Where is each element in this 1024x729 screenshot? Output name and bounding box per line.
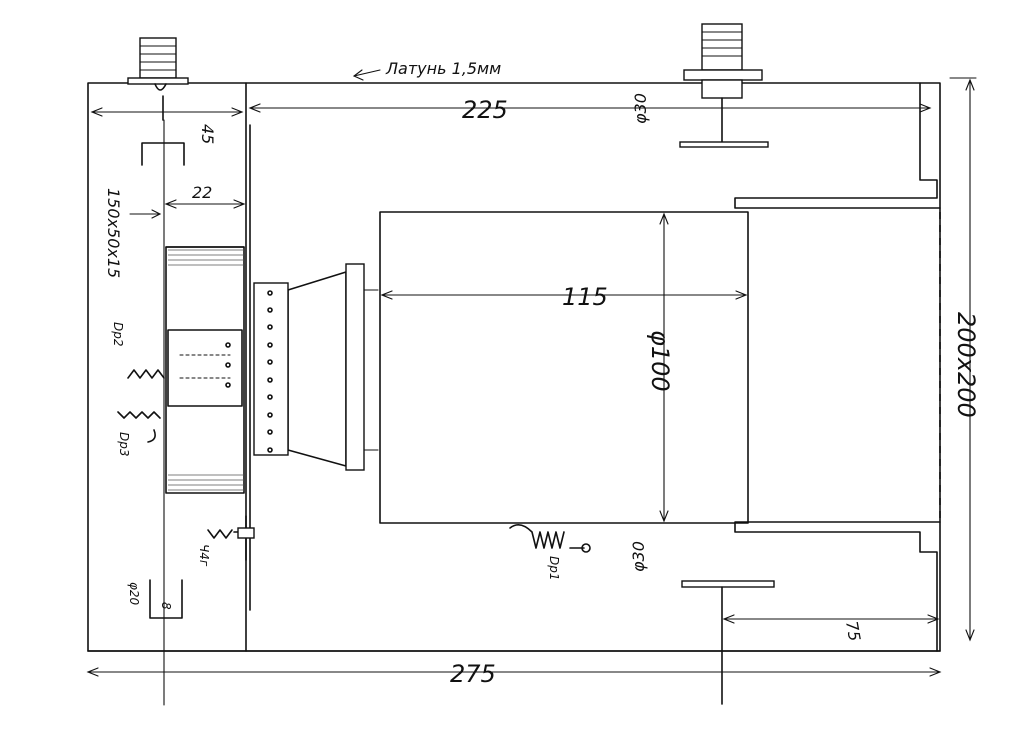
mount-diameter-top-label: φ30 <box>631 93 650 124</box>
right-top-step <box>734 82 941 209</box>
mount-diameter-bottom-label: φ30 <box>629 541 648 572</box>
choke-dp3-coil <box>117 411 161 443</box>
bottom-mount-bar <box>681 580 775 588</box>
dim-75-label: 75 <box>842 619 864 642</box>
chassis-outline <box>87 82 941 652</box>
fuse-post <box>237 515 255 561</box>
choke-ch4-label: Ч4г <box>197 544 211 567</box>
cylinder-body <box>379 211 749 524</box>
connector-pins <box>267 290 273 453</box>
choke-dp3-label: Dp3 <box>117 432 131 457</box>
dim-115-label: 115 <box>562 283 608 311</box>
transformer-size-label: 150x50x15 <box>104 188 123 278</box>
choke-dp1-label: Dp1 <box>547 556 561 581</box>
choke-dp2-label: Dp2 <box>111 322 125 347</box>
dim-225-label: 225 <box>462 96 508 124</box>
transformer <box>165 246 245 494</box>
material-leader <box>353 69 381 77</box>
right-knob <box>683 23 763 145</box>
dim-275-label: 275 <box>450 660 496 688</box>
dim-height-label: 200x200 <box>952 312 980 418</box>
dim-diameter-label: φ100 <box>646 330 674 392</box>
choke-dp2-coil <box>127 369 165 379</box>
horn-flange <box>345 263 365 471</box>
choke-dp1-coil <box>509 524 585 549</box>
left-knob <box>127 37 189 121</box>
post-diameter-label: φ20 <box>127 582 141 606</box>
choke-dp1-terminal <box>581 543 591 553</box>
dim-45-label: 45 <box>198 124 217 144</box>
lower-bracket <box>149 579 183 619</box>
dim-22-label: 22 <box>192 183 212 202</box>
right-bottom-step <box>734 521 941 652</box>
horn-cone <box>287 271 347 467</box>
post-size-label: 8 <box>159 602 173 610</box>
material-note: Латунь 1,5мм <box>385 59 501 78</box>
connector-block <box>253 282 289 456</box>
top-mount-bar <box>679 141 769 148</box>
upper-bracket <box>141 142 185 166</box>
